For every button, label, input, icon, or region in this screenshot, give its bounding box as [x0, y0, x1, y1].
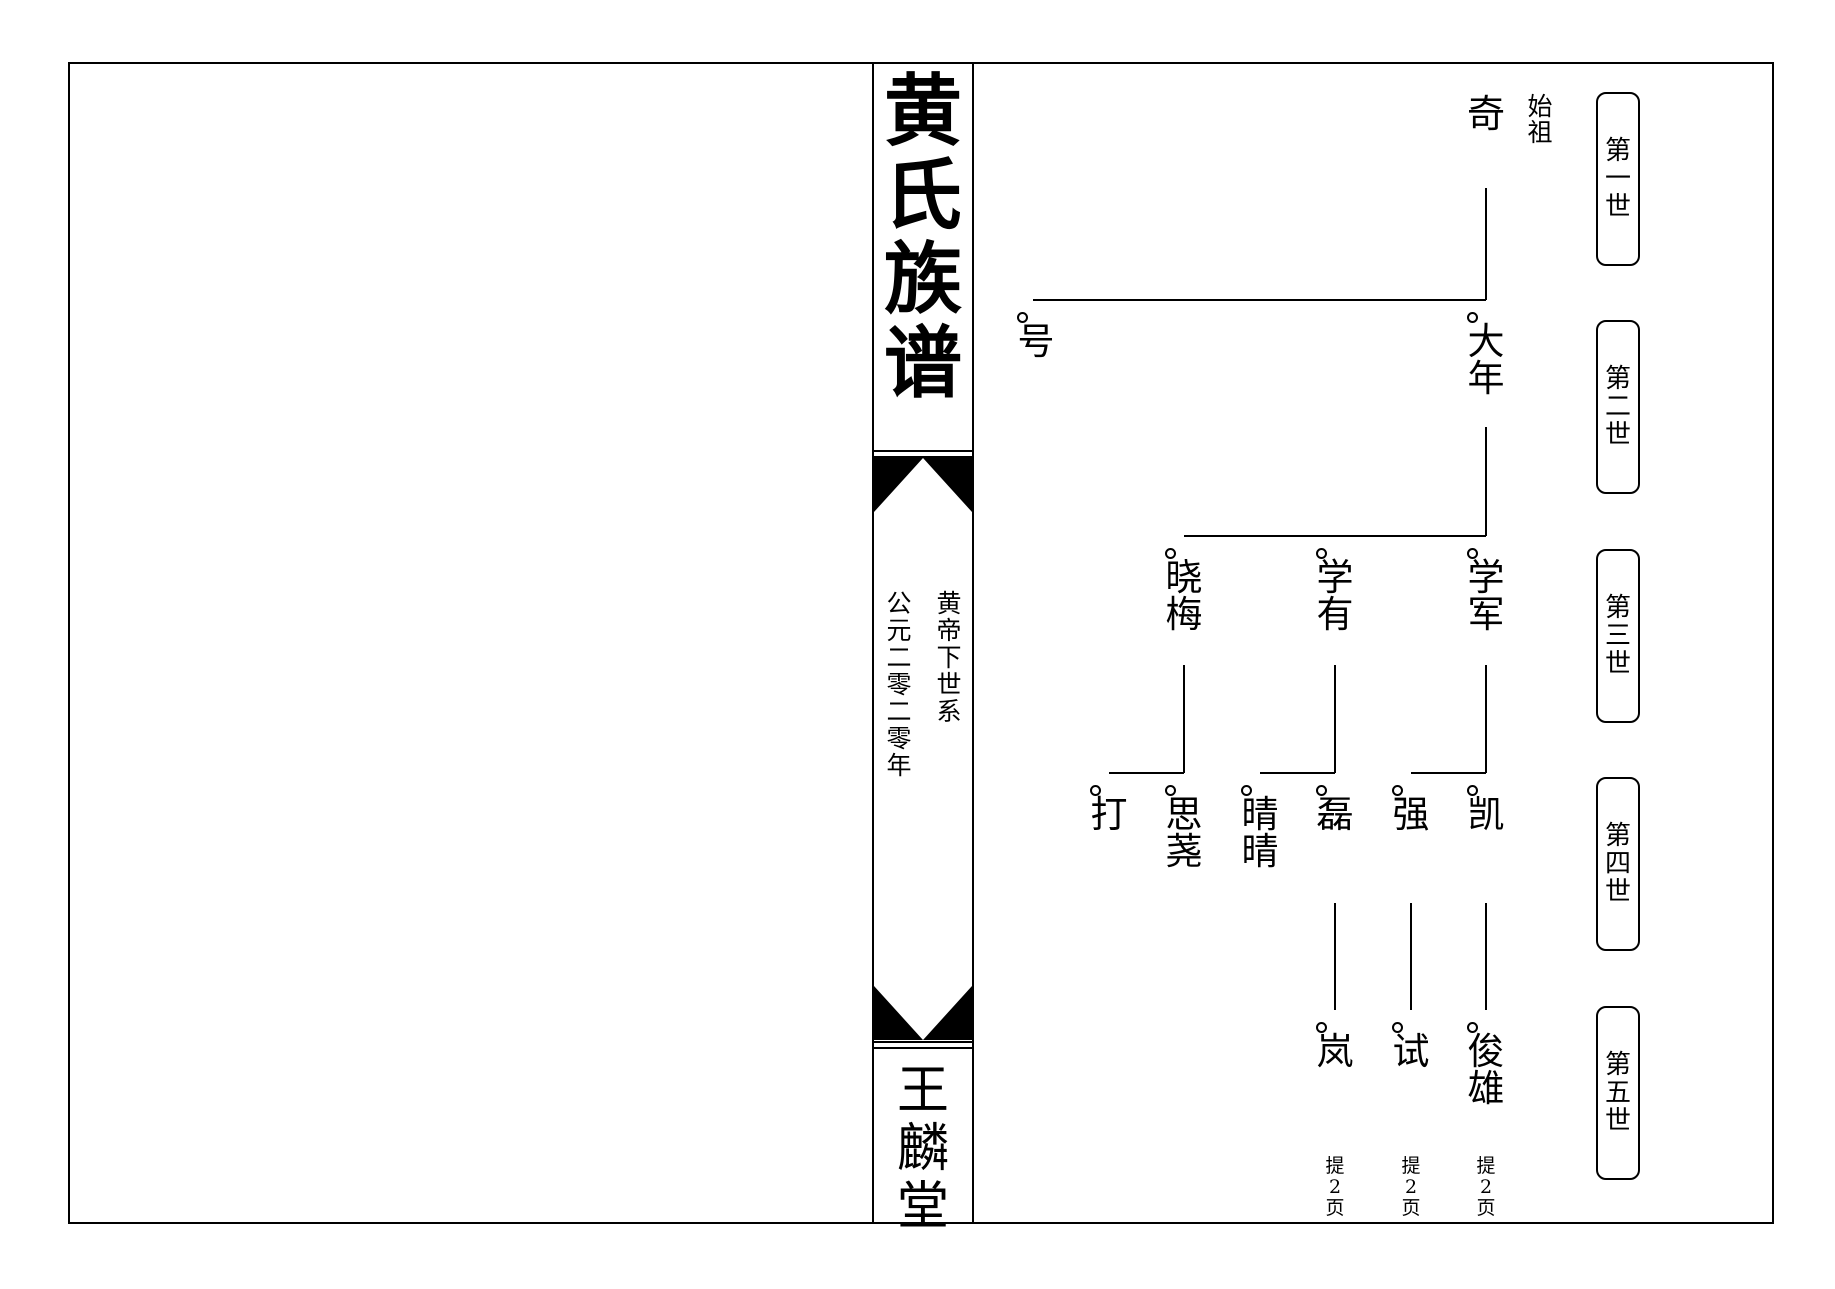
spine-divider — [874, 1047, 972, 1049]
title-char: 谱 — [883, 319, 962, 409]
person-lan: 岚 — [1310, 1022, 1360, 1070]
person-xuejun: 学军 — [1461, 548, 1511, 633]
title-char: 黄 — [883, 67, 962, 157]
person-danian: 大年 — [1461, 312, 1511, 397]
node-marker — [1241, 785, 1252, 796]
lineage-text: 黄帝下世系 — [936, 589, 962, 726]
node-marker — [1392, 1022, 1403, 1033]
person-shi: 试 — [1386, 1022, 1436, 1070]
node-marker — [1090, 785, 1101, 796]
person-junxiong: 俊雄 — [1461, 1022, 1511, 1107]
node-marker — [1316, 1022, 1327, 1033]
spine-ornament-top — [874, 458, 972, 512]
spine-divider — [874, 1041, 972, 1043]
node-marker — [1467, 548, 1478, 559]
node-marker — [1316, 785, 1327, 796]
node-marker — [1017, 312, 1028, 323]
node-marker — [1165, 785, 1176, 796]
date-text: 公元二零二零年 — [886, 589, 912, 780]
person-siyao: 思荛 — [1159, 785, 1209, 870]
title-char: 氏 — [883, 151, 962, 241]
generation-label-3: 第三世 — [1596, 549, 1640, 723]
spine-ornament-bottom — [874, 986, 972, 1040]
generation-label-5: 第五世 — [1596, 1006, 1640, 1180]
page-frame — [68, 62, 1774, 1224]
node-marker — [1392, 785, 1403, 796]
person-da: 打 — [1084, 785, 1134, 833]
generation-label-1: 第一世 — [1596, 92, 1640, 266]
book-title: 黄 氏 族 谱 — [874, 70, 972, 406]
node-marker — [1467, 785, 1478, 796]
person-xiaomei: 晓梅 — [1159, 548, 1209, 633]
publisher-name: 王麟堂 — [896, 1061, 949, 1237]
person-qi: 奇 — [1466, 92, 1505, 136]
spine-divider — [874, 450, 972, 452]
person-hao: 号 — [1011, 312, 1061, 360]
generation-label-4: 第四世 — [1596, 777, 1640, 951]
ancestor-label: 始祖 — [1527, 92, 1553, 147]
person-qingqing: 晴晴 — [1235, 785, 1285, 870]
book-spine: 黄 氏 族 谱 黄帝下世系 公元二零二零年 王麟堂 — [872, 62, 974, 1236]
node-marker — [1165, 548, 1176, 559]
person-kai: 凯 — [1461, 785, 1511, 833]
title-char: 族 — [883, 235, 962, 325]
node-marker — [1467, 1022, 1478, 1033]
person-qiang: 强 — [1386, 785, 1436, 833]
person-xueyou: 学有 — [1310, 548, 1360, 633]
spine-divider — [874, 456, 972, 458]
generation-label-2: 第二世 — [1596, 320, 1640, 494]
person-lei: 磊 — [1310, 785, 1360, 833]
node-marker — [1316, 548, 1327, 559]
node-marker — [1467, 312, 1478, 323]
